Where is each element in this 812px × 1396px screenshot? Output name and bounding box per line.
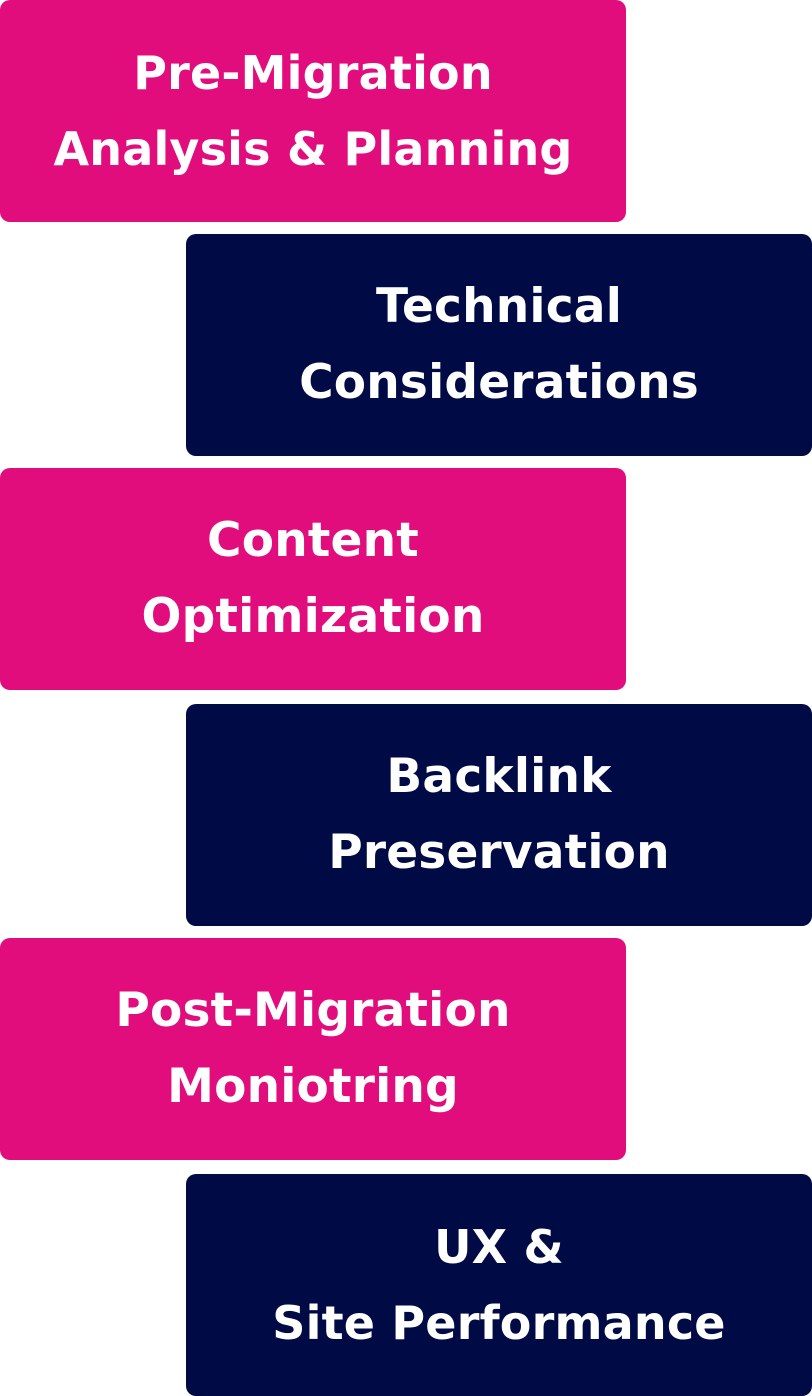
step-technical-considerations: Technical Considerations (186, 234, 812, 456)
step-title-line-1: Backlink (386, 749, 612, 804)
step-post-migration-monitoring: Post-Migration Moniotring (0, 938, 626, 1160)
step-pre-migration-analysis: Pre-Migration Analysis & Planning (0, 0, 626, 222)
step-title-line-1: Post-Migration (115, 983, 511, 1038)
step-title-line-1: Pre-Migration (133, 46, 493, 100)
step-ux-site-performance: UX & Site Performance (186, 1174, 812, 1396)
step-title-line-2: Optimization (141, 589, 485, 644)
step-title-line-2: Considerations (299, 355, 699, 410)
step-backlink-preservation: Backlink Preservation (186, 704, 812, 926)
step-title-line-1: Content (207, 513, 419, 568)
step-title-line-1: Technical (375, 279, 623, 334)
step-title-line-1: UX & (434, 1220, 564, 1274)
step-title-line-2: Site Performance (272, 1296, 726, 1350)
step-title-line-2: Preservation (328, 825, 670, 880)
step-title-line-2: Analysis & Planning (53, 122, 573, 176)
step-title-line-2: Moniotring (167, 1059, 459, 1114)
step-content-optimization: Content Optimization (0, 468, 626, 690)
